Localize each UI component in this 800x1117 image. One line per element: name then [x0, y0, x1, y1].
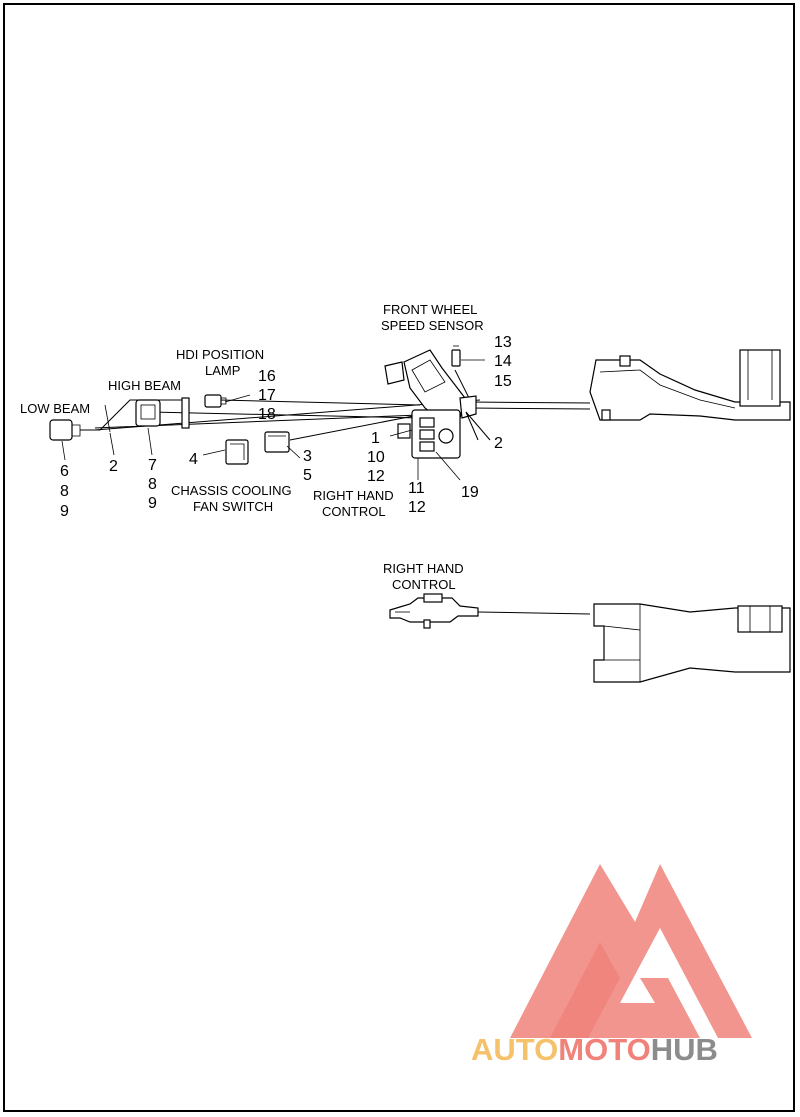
callout-13: 13: [494, 334, 512, 351]
fan-switch-connector-b: [264, 431, 290, 453]
fan-switch-connector-a: [225, 439, 249, 465]
callout-3: 3: [303, 448, 312, 465]
pin-marker: [104, 404, 111, 433]
label-rhc2-line2: CONTROL: [392, 577, 456, 592]
label-hdi-line2: LAMP: [205, 363, 240, 378]
right-hand-control-connector-block: [397, 395, 491, 459]
speed-sensor-bracket: [384, 349, 466, 421]
watermark-logo-icon: [510, 864, 752, 1038]
label-chassis-line1: CHASSIS COOLING: [171, 483, 292, 498]
right-hand-control-lower-switch: [389, 593, 591, 629]
label-hdi-line1: HDI POSITION: [176, 347, 264, 362]
callout-12-top: 12: [367, 468, 385, 485]
callout-7: 7: [148, 457, 157, 474]
leader-lines-upper: [61, 359, 485, 481]
callout-18: 18: [258, 406, 276, 423]
label-high-beam: HIGH BEAM: [108, 378, 181, 393]
label-rhc-line2: CONTROL: [322, 504, 386, 519]
label-rhc-line1: RIGHT HAND: [313, 488, 394, 503]
callout-16: 16: [258, 368, 276, 385]
label-front-wheel-line1: FRONT WHEEL: [383, 302, 477, 317]
watermark-moto: MOTO: [558, 1032, 651, 1067]
label-front-wheel-line2: SPEED SENSOR: [381, 318, 484, 333]
callout-6: 6: [60, 463, 69, 480]
callout-2-left: 2: [109, 458, 118, 475]
hdi-position-lamp-connector: [204, 394, 227, 408]
callout-8-high: 8: [148, 476, 157, 493]
callout-17: 17: [258, 387, 276, 404]
handlebar-housing-upper: [589, 349, 791, 421]
callout-15: 15: [494, 373, 512, 390]
label-chassis-line2: FAN SWITCH: [193, 499, 273, 514]
callout-14: 14: [494, 353, 512, 370]
callout-19: 19: [461, 484, 479, 501]
watermark-brand-text: AUTOMOTOHUB: [471, 1032, 718, 1068]
watermark-auto: AUTO: [471, 1032, 559, 1067]
callout-9-high: 9: [148, 495, 157, 512]
watermark-hub: HUB: [650, 1032, 718, 1067]
callout-1: 1: [371, 430, 380, 447]
low-beam-connector: [49, 419, 100, 441]
callout-11: 11: [408, 480, 425, 497]
speed-sensor-plug: [451, 345, 461, 367]
high-beam-connector: [135, 397, 190, 429]
label-rhc2-line1: RIGHT HAND: [383, 561, 464, 576]
callout-4: 4: [189, 451, 198, 468]
callout-9-low: 9: [60, 503, 69, 520]
callout-10: 10: [367, 449, 385, 466]
label-low-beam: LOW BEAM: [20, 401, 90, 416]
callout-2-right: 2: [494, 435, 503, 452]
handlebar-housing-lower: [593, 603, 791, 683]
callout-5: 5: [303, 467, 312, 484]
callout-8-low: 8: [60, 483, 69, 500]
callout-12-bottom: 12: [408, 499, 426, 516]
